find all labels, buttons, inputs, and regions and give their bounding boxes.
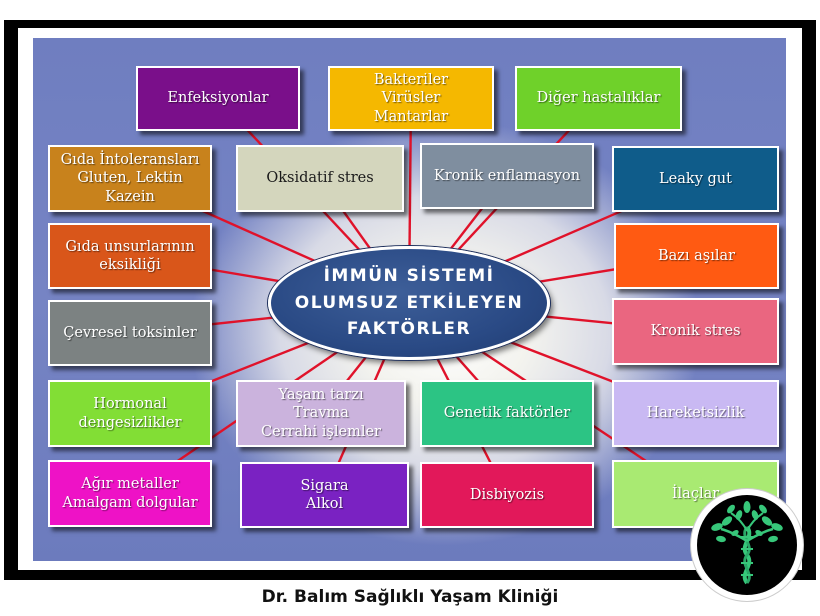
box-label: Ağır metaller Amalgam dolgular	[62, 476, 198, 511]
center-title: İMMÜN SİSTEMİ OLUMSUZ ETKİLEYEN FAKTÖRLE…	[294, 266, 524, 340]
box-label: Gıda unsurlarının eksikliği	[65, 238, 195, 273]
box-hareketsizlik: Hareketsizlik	[612, 380, 779, 447]
tree-dna-icon-graphic	[711, 501, 783, 585]
box-bazi-asilar: Bazı aşılar	[614, 223, 779, 289]
box-label: Yaşam tarzı Travma Cerrahi işlemler	[261, 387, 381, 440]
box-hormonal-dengesizlikler: Hormonal dengesizlikler	[48, 380, 212, 447]
box-label: Leaky gut	[659, 170, 732, 187]
tree-dna-icon	[697, 495, 797, 595]
box-gida-intoleranslari: Gıda İntoleransları Gluten, Lektin Kazei…	[48, 145, 212, 212]
box-label: Kronik enflamasyon	[433, 167, 581, 184]
box-sigara-alkol: Sigara Alkol	[240, 462, 409, 528]
box-kronik-enflamasyon: Kronik enflamasyon	[420, 143, 594, 209]
box-label: Kronik stres	[650, 323, 741, 340]
box-label: Bakteriler Virüsler Mantarlar	[373, 72, 449, 125]
box-gida-unsurlari: Gıda unsurlarının eksikliği	[48, 223, 212, 289]
box-genetik-faktorler: Genetik faktörler	[420, 380, 594, 447]
box-label: Bazı aşılar	[657, 247, 736, 264]
box-label: Oksidatif stres	[266, 170, 374, 187]
box-agir-metaller: Ağır metaller Amalgam dolgular	[48, 460, 212, 527]
box-disbiyozis: Disbiyozis	[420, 462, 594, 528]
box-label: Çevresel toksinler	[63, 324, 197, 341]
box-label: Hareketsizlik	[646, 405, 745, 422]
box-label: Diğer hastalıklar	[536, 90, 661, 107]
box-cevresel-toksinler: Çevresel toksinler	[48, 300, 212, 366]
box-yasam-tarzi: Yaşam tarzı Travma Cerrahi işlemler	[236, 380, 406, 447]
center-ellipse: İMMÜN SİSTEMİ OLUMSUZ ETKİLEYEN FAKTÖRLE…	[268, 246, 550, 360]
box-label: Sigara Alkol	[300, 477, 349, 512]
box-label: Enfeksiyonlar	[167, 90, 269, 107]
box-kronik-stres: Kronik stres	[612, 298, 779, 365]
box-enfeksiyonlar: Enfeksiyonlar	[136, 66, 300, 131]
box-oksidatif-stres: Oksidatif stres	[236, 145, 404, 212]
box-leaky-gut: Leaky gut	[612, 146, 779, 212]
box-bakteriler: Bakteriler Virüsler Mantarlar	[328, 66, 494, 131]
box-label: Disbiyozis	[469, 486, 545, 503]
clinic-logo	[691, 489, 803, 601]
box-label: İlaçlar	[671, 485, 720, 502]
box-label: Gıda İntoleransları Gluten, Lektin Kazei…	[60, 152, 200, 205]
footer-clinic-name: Dr. Balım Sağlıklı Yaşam Kliniği	[261, 587, 559, 607]
box-diger-hastaliklar: Diğer hastalıklar	[515, 66, 682, 131]
box-label: Genetik faktörler	[443, 405, 571, 422]
box-label: Hormonal dengesizlikler	[78, 396, 182, 431]
